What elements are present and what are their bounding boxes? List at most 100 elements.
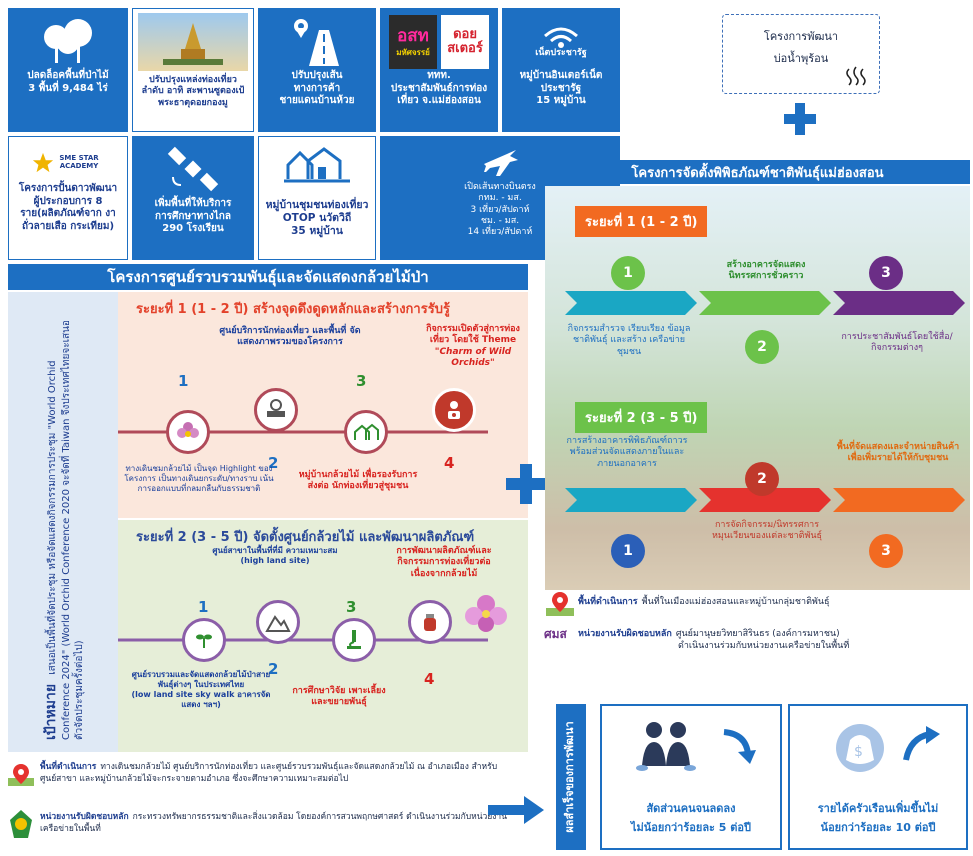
- temple-icon: [138, 13, 248, 71]
- stage2-num-2: 2: [745, 462, 779, 496]
- ethnic-panel: ระยะที่ 1 (1 - 2 ปี) ระยะที่ 2 (3 - 5 ปี…: [545, 186, 970, 590]
- results-side-label: ผลสำเร็จของการพัฒนา: [556, 704, 586, 850]
- ethnic-title: โครงการจัดตั้งพิพิธภัณฑ์ชาติพันธุ์แม่ฮ่อ…: [545, 160, 970, 184]
- agency-emblem-icon: [10, 810, 32, 838]
- result-income-text: รายได้ครัวเรือนเพิ่มขึ้นไม่ น้อยกว่าร้อย…: [817, 802, 939, 834]
- sirindhorn-logo: ศมส: [544, 627, 567, 641]
- stage1-text-1: กิจกรรมสำรวจ เรียบเรียง ข้อมูลชาติพันธุ์…: [567, 324, 691, 357]
- tile-flight-text: เปิดเส้นทางบินตรงกทม. - มส.3 เที่ยว/สัปด…: [464, 182, 536, 237]
- hot-spring-line1: โครงการพัฒนา: [763, 30, 839, 43]
- product-jar-icon: [408, 600, 452, 644]
- tat-logo-a: อสทมหัศจรรย์: [389, 15, 437, 69]
- orchid-bloom-icon: [465, 595, 507, 632]
- phase2-note-4: การพัฒนาผลิตภัณฑ์และ กิจกรรมการท่องเที่ย…: [396, 546, 492, 579]
- tile-tat: อสทมหัศจรรย์ ดอยสเตอร์ ททท.ประชาสัมพันธ์…: [380, 8, 498, 132]
- phase1-note-4: กิจกรรมเปิดตัวสู่การท่องเที่ยว โดยใช้ Th…: [426, 324, 520, 368]
- phase2-note-3: การศึกษาวิจัย เพาะเลี้ยง และขยายพันธุ์: [292, 686, 386, 708]
- hot-spring-box: โครงการพัฒนา บ่อน้ำพุร้อน: [722, 14, 880, 94]
- stage1-num-3: 3: [869, 256, 903, 290]
- phase1-num-3: 3: [356, 372, 367, 390]
- plus-icon-middle-v: [520, 464, 532, 504]
- phase1-note-3: หมู่บ้านกล้วยไม้ เพื่อรองรับการส่งต่อ นั…: [298, 470, 418, 492]
- result-box-income: $ รายได้ครัวเรือนเพิ่มขึ้นไม่ น้อยกว่าร้…: [788, 704, 968, 850]
- wifi-icon: เน็ตประชารัฐ: [535, 14, 587, 70]
- stage1-text-2: สร้างอาคารจัดแสดง นิทรรศการชั่วคราว: [726, 260, 806, 282]
- orchid-agency-text: กระทรวงทรัพยากรธรรมชาติและสิ่งแวดล้อม โด…: [40, 812, 508, 834]
- phase2-num-4: 4: [424, 670, 435, 688]
- money-bag-icon: $: [836, 724, 884, 772]
- orchid-phase1: ระยะที่ 1 (1 - 2 ปี) สร้างจุดดึงดูดหลักแ…: [118, 292, 528, 518]
- map-pin-icon-2: [546, 592, 574, 616]
- ethnic-agency-text-a: ศูนย์มานุษยวิทยาสิรินธร (องค์การมหาชน): [675, 629, 840, 639]
- ethnic-agency-text-b: ดำเนินงานร่วมกับหน่วยงานเครือข่ายในพื้นท…: [678, 641, 850, 652]
- phase1-note-1: ทางเดินชมกล้วยไม้ เป็นจุด Highlight ของโ…: [124, 464, 274, 493]
- orchid-village-icon: [344, 410, 388, 454]
- stage2-text-2: การจัดกิจกรรม/นิทรรศการ หมุนเวียนของแต่ล…: [711, 520, 823, 542]
- tile-tat-text: ททท.ประชาสัมพันธ์การท่องเที่ยว จ.แม่ฮ่อง…: [390, 70, 488, 106]
- poster-icon: อสทมหัศจรรย์ ดอยสเตอร์: [389, 14, 489, 70]
- phase1-num-2: 2: [268, 454, 279, 472]
- village-icon: [282, 143, 352, 199]
- svg-text:$: $: [854, 744, 863, 760]
- phase2-num-2: 2: [268, 660, 279, 678]
- orchid-area-text: ทางเดินชมกล้วยไม้ ศูนย์บริการนักท่องเที่…: [40, 762, 498, 784]
- orchid-area-label: พื้นที่ดำเนินการ: [40, 762, 97, 772]
- orchid-title: โครงการศูนย์รวบรวมพันธุ์และจัดแสดงกล้วยไ…: [8, 264, 528, 290]
- stage2-text-3: พื้นที่จัดแสดงและจำหน่ายสินค้า เพื่อเพิ่…: [836, 442, 960, 464]
- goal-sidebar: เป้าหมาย เสนอเป็นพื้นที่จัดประชุม หรือจั…: [8, 292, 118, 752]
- hot-spring-icon: [846, 66, 866, 86]
- satellite-icon: [165, 142, 221, 198]
- stage2-text-1: การสร้างอาคารพิพิธภัณฑ์ถาวร พร้อมส่วนจัด…: [566, 436, 688, 469]
- trend-up-icon: [903, 726, 940, 761]
- top-tiles-grid: ปลดล็อคพื้นที่ป่าไม้3 พื้นที่ 9,484 ไร่ …: [8, 8, 620, 262]
- orchid-phase2: ระยะที่ 2 (3 - 5 ปี) จัดตั้งศูนย์กล้วยไม…: [118, 520, 528, 752]
- stage2-num-1: 1: [611, 534, 645, 568]
- stage1-num-2: 2: [745, 330, 779, 364]
- stage1-text-3: การประชาสัมพันธ์โดยใช้สื่อ/ กิจกรรมต่างๆ: [841, 332, 953, 354]
- airplane-icon: [480, 142, 520, 182]
- sme-logo: SME STAR ACADEMY: [59, 154, 99, 170]
- phase1-num-4: 4: [444, 454, 455, 472]
- camera-person-icon: [432, 388, 476, 432]
- stage1-num-1: 1: [611, 256, 645, 290]
- poor-people-icon: [636, 722, 696, 771]
- ethnic-area: พื้นที่ดำเนินการพื้นที่ในเมืองแม่ฮ่องสอน…: [546, 592, 968, 616]
- tile-forest-text: ปลดล็อคพื้นที่ป่าไม้3 พื้นที่ 9,484 ไร่: [27, 70, 109, 94]
- microscope-icon: [332, 618, 376, 662]
- phase2-num-1: 1: [198, 598, 209, 616]
- hot-spring-line2: บ่อน้ำพุร้อน: [773, 52, 829, 65]
- ethnic-area-label: พื้นที่ดำเนินการ: [578, 597, 638, 607]
- map-pin-icon: [8, 764, 34, 786]
- stage2-num-3: 3: [869, 534, 903, 568]
- road-icon: [289, 14, 345, 70]
- ethnic-stage1-label: ระยะที่ 1 (1 - 2 ปี): [575, 206, 708, 237]
- phase2-note-2: ศูนย์สาขาในพื้นที่ที่มี ความเหมาะสม (hig…: [212, 546, 338, 565]
- goal-head: เป้าหมาย: [43, 683, 59, 740]
- phase2-num-3: 3: [346, 598, 357, 616]
- tile-internet: เน็ตประชารัฐ หมู่บ้านอินเตอร์เน็ตประชารั…: [502, 8, 620, 132]
- goal-text: เป้าหมาย เสนอเป็นพื้นที่จัดประชุม หรือจั…: [43, 320, 86, 740]
- ethnic-agency: ศมส หน่วยงานรับผิดชอบหลักศูนย์มานุษยวิทย…: [544, 627, 968, 652]
- stage2-chevrons: [565, 488, 965, 512]
- tat-logo-b: ดอยสเตอร์: [441, 15, 489, 69]
- tile-attraction: ปรับปรุงแหล่งท่องเที่ยวลำดับ อาทิ สะพานซ…: [132, 8, 254, 132]
- tile-sme: SME STAR ACADEMY โครงการปั้นดาวพัฒนาผู้ป…: [8, 136, 128, 260]
- ethnic-stage2-label: ระยะที่ 2 (3 - 5 ปี): [575, 402, 708, 433]
- orchid-area: พื้นที่ดำเนินการทางเดินชมกล้วยไม้ ศูนย์บ…: [8, 762, 510, 786]
- trees-icon: [38, 14, 98, 70]
- phase2-title: ระยะที่ 2 (3 - 5 ปี) จัดตั้งศูนย์กล้วยไม…: [136, 530, 475, 545]
- orchid-agency-label: หน่วยงานรับผิดชอบหลัก: [40, 812, 129, 822]
- result-poverty-text: สัดส่วนคนจนลดลง ไม่น้อยกว่าร้อยละ 5 ต่อป…: [630, 802, 752, 834]
- phase1-num-1: 1: [178, 372, 189, 390]
- ethnic-area-text: พื้นที่ในเมืองแม่ฮ่องสอนและหมู่บ้านกลุ่ม…: [641, 597, 830, 607]
- orchid-agency: หน่วยงานรับผิดชอบหลักกระทรวงทรัพยากรธรรม…: [10, 810, 510, 838]
- result-box-poverty: สัดส่วนคนจนลดลง ไม่น้อยกว่าร้อยละ 5 ต่อป…: [600, 704, 782, 850]
- trend-down-icon: [723, 729, 756, 764]
- tile-attraction-text: ปรับปรุงแหล่งท่องเที่ยวลำดับ อาทิ สะพานซ…: [141, 75, 245, 108]
- results-arrow-icon: [488, 796, 544, 828]
- phase2-note-1: ศูนย์รวบรวมและจัดแสดงกล้วยไม้ป่าสายพันธุ…: [131, 670, 271, 709]
